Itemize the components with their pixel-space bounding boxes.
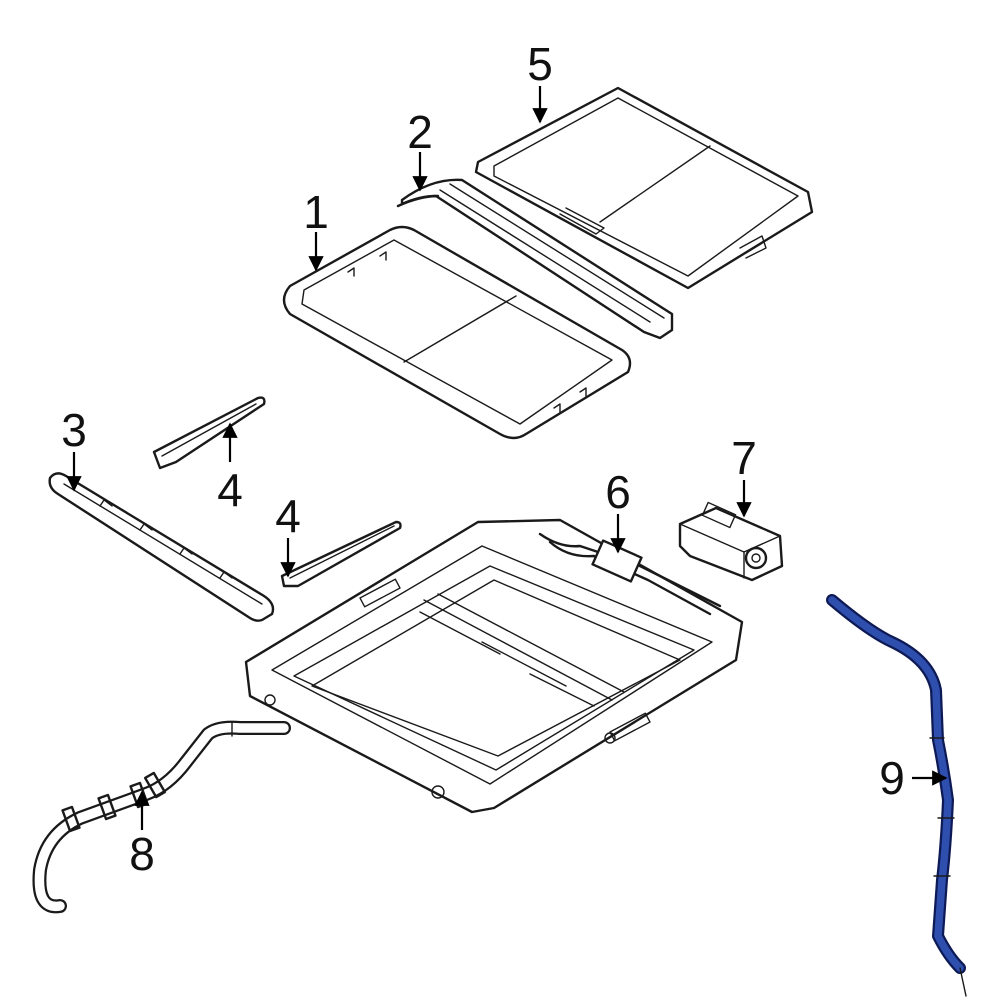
callout-1: 1 (303, 186, 329, 238)
part-1-glass-frame[interactable] (282, 225, 632, 440)
part-7-control-module[interactable] (678, 501, 784, 582)
part-8-drain-hose[interactable] (32, 720, 291, 914)
part-3-side-rail[interactable] (48, 472, 275, 622)
callout-leaders (66, 86, 948, 830)
callout-labels: 1 2 3 4 4 5 6 7 8 9 (61, 38, 905, 880)
callout-7: 7 (731, 432, 757, 484)
part-5-sunshade-panel[interactable] (474, 86, 814, 290)
callout-6: 6 (605, 466, 631, 518)
part-9-drain-hose-highlighted[interactable] (826, 594, 967, 997)
callout-5: 5 (527, 38, 553, 90)
callout-3: 3 (61, 404, 87, 456)
callout-4-lower: 4 (275, 490, 301, 542)
callout-8: 8 (129, 828, 155, 880)
callout-4-upper: 4 (217, 464, 243, 516)
part-6-sunroof-frame[interactable] (244, 518, 744, 814)
callout-9: 9 (879, 752, 905, 804)
part-2-seal-strip[interactable] (396, 178, 674, 340)
callout-2: 2 (407, 106, 433, 158)
part-4-guide-upper[interactable] (152, 396, 266, 470)
part-4-guide-lower[interactable] (280, 520, 402, 588)
